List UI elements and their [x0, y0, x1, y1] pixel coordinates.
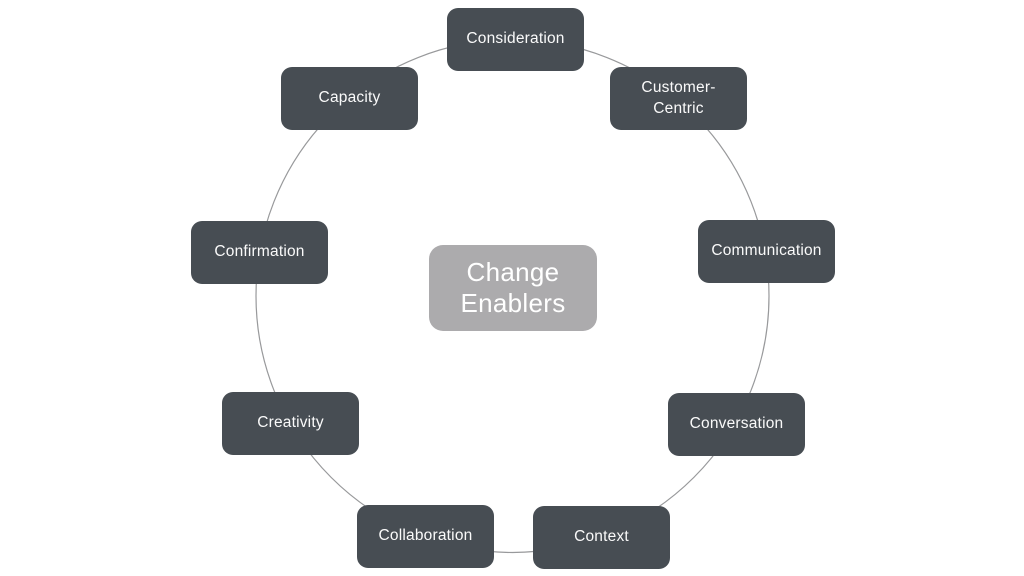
- node-consideration: Consideration: [447, 8, 584, 71]
- node-label: Context: [574, 528, 629, 546]
- node-label: Creativity: [257, 414, 324, 432]
- node-label: Consideration: [466, 30, 565, 48]
- node-label: Communication: [711, 242, 822, 260]
- node-confirmation: Confirmation: [191, 221, 328, 284]
- node-communication: Communication: [698, 220, 835, 283]
- node-label: Confirmation: [214, 243, 305, 261]
- node-context: Context: [533, 506, 670, 569]
- node-collaboration: Collaboration: [357, 505, 494, 568]
- node-conversation: Conversation: [668, 393, 805, 456]
- node-label: Capacity: [318, 89, 381, 107]
- node-label: Conversation: [689, 415, 784, 433]
- node-label: Collaboration: [378, 527, 473, 545]
- center-node-label: Change Enablers: [460, 256, 566, 318]
- node-capacity: Capacity: [281, 67, 418, 130]
- node-label: Customer- Centric: [641, 79, 716, 117]
- node-customer-centric: Customer- Centric: [610, 67, 747, 130]
- center-node-change-enablers: Change Enablers: [429, 245, 597, 331]
- node-creativity: Creativity: [222, 392, 359, 455]
